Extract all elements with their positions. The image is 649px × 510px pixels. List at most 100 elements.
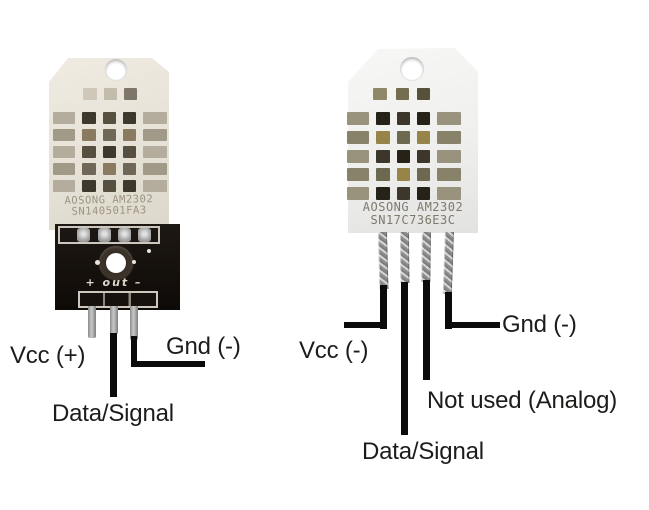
vent-slot [103, 163, 116, 175]
vent-slot [82, 180, 96, 192]
left-vent-grid [53, 112, 167, 192]
vent-slot [347, 130, 369, 144]
vent-slot [417, 130, 430, 144]
vent-slot [395, 88, 409, 100]
vent-slot [103, 112, 116, 124]
left-pcb-connector-silk [58, 226, 160, 244]
vent-slot [53, 163, 75, 175]
vent-slot [376, 187, 390, 201]
vent-slot [376, 168, 390, 182]
wire-right-vcc-horizontal [344, 322, 387, 328]
right-mounting-hole [400, 57, 424, 81]
vent-slot [437, 112, 461, 125]
left-mounting-hole [105, 59, 127, 81]
vent-slot [83, 88, 97, 100]
vent-slot [82, 112, 96, 124]
label-left-gnd: Gnd (-) [166, 333, 241, 360]
wire-right-gnd-horizontal [445, 322, 500, 328]
vent-slot [53, 112, 75, 124]
wire-left-gnd-vertical [131, 336, 137, 366]
vent-slot [143, 129, 167, 141]
wire-left-data [110, 333, 117, 397]
vent-slot [397, 187, 410, 201]
vent-slot [103, 146, 116, 158]
left-sensor-case [49, 58, 169, 230]
label-right-data: Data/Signal [362, 438, 484, 465]
vent-slot [437, 187, 461, 201]
left-pcb-pin-header [78, 291, 158, 308]
wire-right-not-used [423, 280, 430, 380]
vent-slot [103, 180, 116, 192]
vent-slot [123, 112, 136, 124]
vent-slot [123, 146, 136, 158]
left-pcb-silk-label: + out – [85, 276, 143, 289]
right-pin-vcc [378, 231, 389, 290]
vent-slot [376, 149, 390, 163]
vent-slot [347, 149, 369, 163]
vent-slot [53, 129, 75, 141]
left-pcb-screw-hole-center [106, 253, 126, 273]
label-right-not-used: Not used (Analog) [427, 387, 618, 414]
vent-slot [103, 129, 116, 141]
vent-slot [376, 130, 390, 144]
pcb-silk-dot [132, 260, 136, 264]
label-right-vcc: Vcc (-) [299, 337, 369, 364]
right-pin-data [400, 231, 410, 284]
right-pin-not-used [421, 231, 431, 283]
right-case-print-line2: SN17C736E3C [370, 213, 456, 227]
vent-slot [82, 129, 96, 141]
vent-slot [437, 130, 461, 144]
right-vent-grid-top [373, 88, 430, 100]
solder-joint [138, 228, 151, 242]
vent-slot [347, 168, 369, 182]
vent-slot [397, 130, 410, 144]
vent-slot [437, 168, 461, 182]
vent-slot [104, 88, 117, 100]
vent-slot [53, 180, 75, 192]
vent-slot [417, 112, 430, 125]
left-pin-vcc [88, 306, 96, 338]
vent-slot [417, 187, 430, 201]
wire-right-vcc-vertical [380, 285, 387, 329]
left-case-print: AOSONG AM2302 SN140501FA3 [49, 193, 169, 219]
vent-slot [123, 163, 136, 175]
left-vent-grid-top [83, 88, 137, 100]
vent-slot [124, 88, 137, 100]
right-vent-grid [347, 112, 461, 201]
vent-slot [397, 168, 410, 182]
vent-slot [143, 112, 167, 124]
left-pin-gnd [130, 306, 138, 340]
vent-slot [376, 112, 390, 125]
label-left-data: Data/Signal [52, 400, 174, 427]
wire-left-gnd-horizontal [131, 361, 205, 367]
pcb-silk-dot [147, 249, 151, 253]
vent-slot [417, 168, 430, 182]
vent-slot [397, 112, 410, 125]
vent-slot [123, 129, 136, 141]
vent-slot [123, 180, 136, 192]
right-case-print-line1: AOSONG AM2302 [362, 200, 464, 214]
solder-joint [118, 228, 131, 242]
vent-slot [53, 146, 75, 158]
vent-slot [347, 112, 369, 125]
vent-slot [417, 149, 430, 163]
label-right-gnd: Gnd (-) [502, 311, 577, 338]
right-pin-gnd [442, 231, 454, 295]
vent-slot [82, 163, 96, 175]
solder-joint [77, 228, 90, 242]
solder-joint [98, 228, 111, 242]
vent-slot [347, 187, 369, 201]
pcb-silk-dot [95, 260, 100, 265]
wire-right-data [401, 282, 408, 435]
right-case-print: AOSONG AM2302 SN17C736E3C [348, 201, 478, 227]
left-pin-data [110, 306, 118, 334]
vent-slot [397, 149, 410, 163]
label-left-vcc: Vcc (+) [10, 342, 86, 369]
vent-slot [437, 149, 461, 163]
vent-slot [82, 146, 96, 158]
vent-slot [143, 180, 167, 192]
vent-slot [417, 88, 430, 100]
vent-slot [143, 163, 167, 175]
vent-slot [373, 88, 387, 100]
